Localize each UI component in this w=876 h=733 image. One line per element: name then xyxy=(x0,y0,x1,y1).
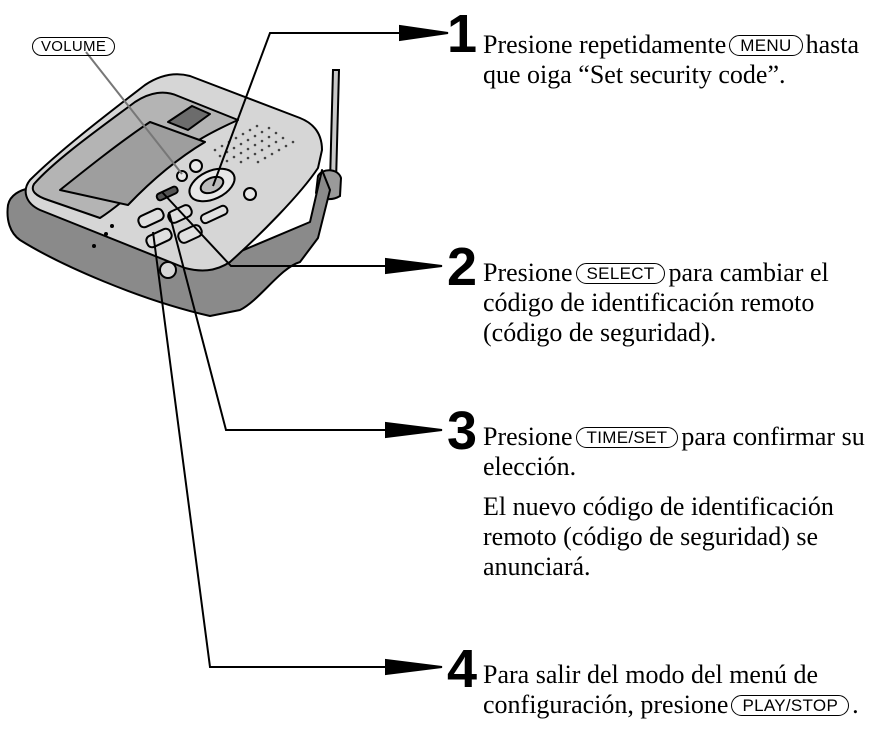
phone-base xyxy=(6,73,331,317)
callout-line-4 xyxy=(152,231,443,676)
play-stop-key: PLAY/STOP xyxy=(731,695,850,716)
time-set-key: TIME/SET xyxy=(575,427,679,448)
step-1-number: 1 xyxy=(447,4,478,64)
callout-line-3 xyxy=(168,211,443,439)
step-4-number: 4 xyxy=(447,639,478,699)
step-2-post: para cambiar el código de identificación… xyxy=(483,258,829,347)
step-4-text: Para salir del modo del menú de configur… xyxy=(483,660,873,720)
step-1-post: hasta que oiga “Set security code”. xyxy=(483,30,859,89)
volume-leader xyxy=(85,51,183,175)
step-2-number: 2 xyxy=(447,237,478,297)
step-4-pre: Para salir del modo del menú de configur… xyxy=(483,660,819,719)
callout-line-1 xyxy=(212,24,449,187)
volume-key-label: VOLUME xyxy=(32,37,116,56)
menu-key: MENU xyxy=(729,35,803,56)
step-3-pre: Presione xyxy=(483,422,573,451)
select-key: SELECT xyxy=(575,263,666,284)
callout-line-2 xyxy=(161,191,443,275)
step-4-post: . xyxy=(852,690,859,719)
step-3-number: 3 xyxy=(447,401,478,461)
step-3-note: El nuevo código de identificación remoto… xyxy=(483,492,834,581)
step-3-post: para confirmar su elección. xyxy=(483,422,865,481)
step-2-pre: Presione xyxy=(483,258,573,287)
step-1-pre: Presione repetidamente xyxy=(483,30,727,59)
